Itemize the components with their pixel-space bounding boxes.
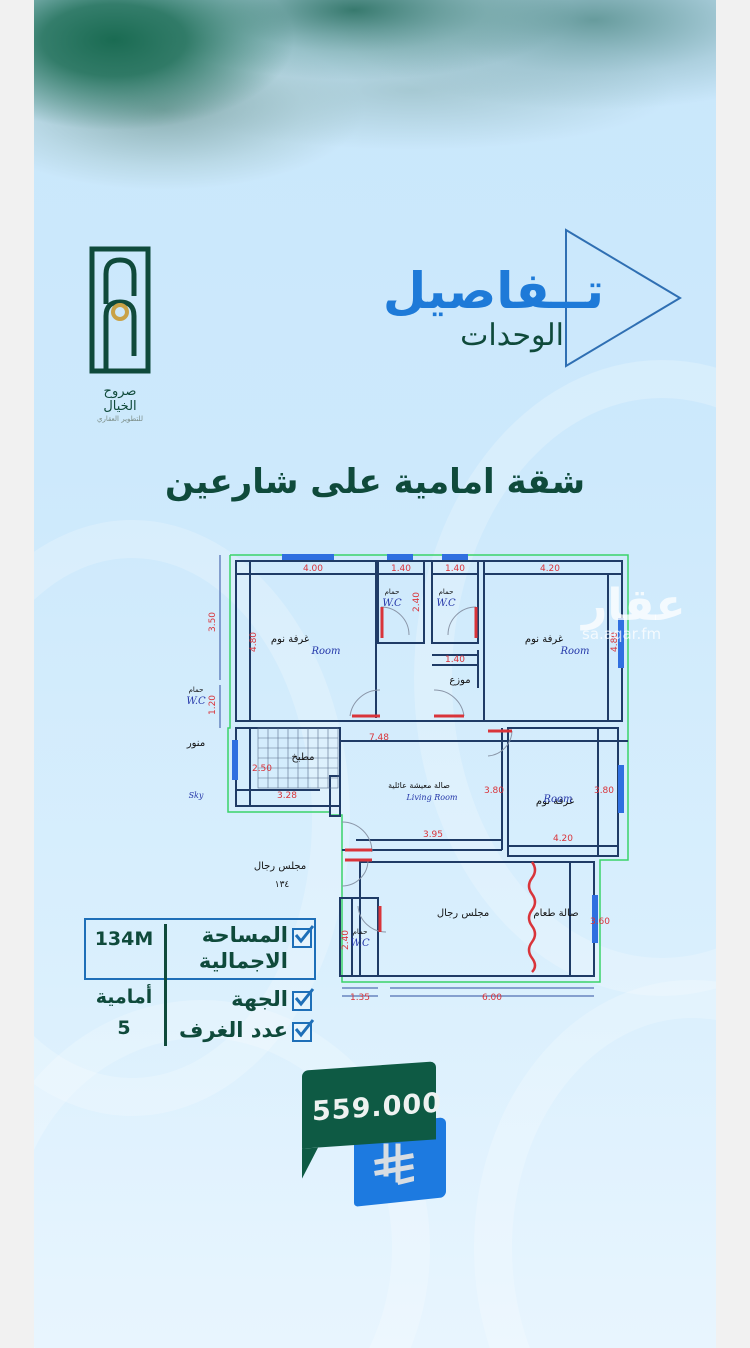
unit-title: شقة امامية على شارعين	[164, 462, 586, 502]
rooms-value: 5	[117, 1017, 131, 1039]
svg-text:3.50: 3.50	[208, 612, 218, 632]
svg-text:3.95: 3.95	[423, 830, 443, 840]
svg-text:6.00: 6.00	[482, 993, 502, 1003]
svg-text:مطبخ: مطبخ	[291, 752, 314, 763]
unit-info-table: المساحة الاجمالية 134M الجهة أمامية عدد …	[84, 918, 316, 1046]
brand-logo-icon	[89, 246, 151, 374]
svg-text:مجلس رجال: مجلس رجال	[437, 908, 489, 919]
area-row-box	[84, 918, 316, 980]
brand-name: صروح الخيال	[103, 384, 137, 414]
svg-text:حمام: حمام	[189, 686, 204, 694]
area-label-line1: المساحة	[201, 923, 288, 947]
svg-text:صالة طعام: صالة طعام	[533, 908, 578, 919]
svg-text:حمام: حمام	[439, 588, 454, 596]
svg-text:Room: Room	[310, 646, 340, 657]
saudi-riyal-icon	[374, 1143, 414, 1186]
direction-label: الجهة	[231, 987, 288, 1011]
headline-line1: تــفاصيل	[382, 262, 604, 320]
svg-text:Living Room: Living Room	[405, 793, 457, 802]
headline-line2: الوحدات	[460, 318, 564, 353]
checkbox-icon	[292, 925, 315, 948]
svg-text:4.20: 4.20	[553, 834, 573, 844]
svg-text:4.20: 4.20	[540, 564, 560, 574]
svg-text:1.40: 1.40	[391, 564, 411, 574]
svg-text:١٣٤: ١٣٤	[275, 880, 290, 890]
direction-value: أمامية	[95, 986, 153, 1008]
brand-logo: صروح الخيال للتطوير العقاري	[86, 246, 154, 423]
svg-text:منور: منور	[186, 738, 205, 749]
svg-text:1.40: 1.40	[445, 564, 465, 574]
aqar-watermark-logo: عقار	[582, 580, 686, 631]
svg-text:1.35: 1.35	[350, 993, 370, 1003]
cloud-header	[34, 0, 716, 240]
svg-text:حمام: حمام	[385, 588, 400, 596]
area-label-line2: الاجمالية	[198, 949, 288, 973]
svg-text:3.80: 3.80	[594, 786, 614, 796]
price-tag: 559.000	[298, 1061, 458, 1207]
svg-text:4.80: 4.80	[249, 632, 259, 652]
svg-text:W.C: W.C	[350, 938, 370, 949]
svg-text:1.40: 1.40	[445, 655, 465, 665]
svg-text:1.20: 1.20	[208, 695, 218, 715]
svg-text:3.60: 3.60	[590, 917, 610, 927]
headline: تــفاصيل الوحدات	[334, 222, 694, 372]
svg-text:Room: Room	[559, 646, 589, 657]
svg-text:غرفة نوم: غرفة نوم	[271, 634, 309, 645]
svg-text:W.C: W.C	[382, 598, 402, 609]
brand-tagline: للتطوير العقاري	[97, 415, 143, 423]
svg-text:2.50: 2.50	[252, 764, 272, 774]
checkbox-icon	[292, 1019, 315, 1042]
floor-plan: 4.00 1.40 1.40 4.20 1.40 7.48 3.28 3.95 …	[180, 550, 679, 1014]
svg-text:Sky: Sky	[189, 791, 204, 800]
svg-text:مجلس رجال: مجلس رجال	[254, 861, 306, 872]
svg-text:حمام: حمام	[353, 928, 368, 936]
svg-text:4.80: 4.80	[610, 632, 620, 652]
svg-text:2.40: 2.40	[412, 592, 422, 612]
checkbox-icon	[292, 988, 315, 1011]
area-value: 134M	[94, 928, 154, 950]
info-divider	[164, 924, 167, 1046]
svg-text:غرفة نوم: غرفة نوم	[525, 634, 563, 645]
aqar-watermark: عقار sa.aqar.fm	[582, 580, 686, 643]
play-arrow-icon	[565, 228, 682, 368]
ad-poster: صروح الخيال للتطوير العقاري تــفاصيل الو…	[34, 0, 716, 1348]
svg-text:غرفة نوم: غرفة نوم	[536, 796, 574, 807]
svg-text:4.00: 4.00	[303, 564, 323, 574]
svg-text:7.48: 7.48	[369, 733, 389, 743]
aqar-watermark-url: sa.aqar.fm	[582, 625, 662, 643]
svg-text:Room: Room	[542, 794, 572, 805]
svg-text:3.28: 3.28	[277, 791, 297, 801]
bg-swirl	[474, 980, 716, 1348]
svg-text:صالة معيشة عائلية: صالة معيشة عائلية	[388, 781, 450, 790]
svg-text:2.40: 2.40	[341, 930, 351, 950]
floor-plan-drawing: 4.00 1.40 1.40 4.20 1.40 7.48 3.28 3.95 …	[186, 554, 679, 1003]
svg-text:موزع: موزع	[449, 675, 470, 686]
rooms-label: عدد الغرف	[179, 1018, 288, 1042]
svg-text:W.C: W.C	[186, 696, 206, 707]
svg-text:3.80: 3.80	[484, 786, 504, 796]
svg-text:W.C: W.C	[436, 598, 456, 609]
